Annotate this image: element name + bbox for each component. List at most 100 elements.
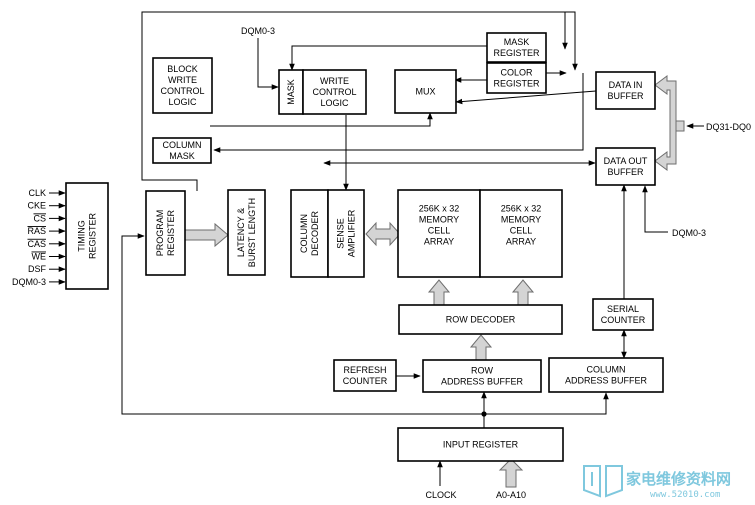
bus-junction [481,411,487,417]
dqm-right-label: DQM0-3 [672,228,706,238]
refresh-counter-box-label: REFRESH [343,365,386,375]
memory-array-2-box-label: 256K x 32 [501,204,542,214]
input-register-box-frame [397,427,564,462]
sense-amplifier-box-label: SENSE [336,218,346,249]
signal-cke-label: CKE [27,201,46,211]
color-register-box-label: REGISTER [493,79,540,89]
line-top-loop-color [565,11,578,71]
line-datain-mux [455,90,597,105]
memory-array-1-box-label: MEMORY [419,215,459,225]
column-mask-box-frame [152,137,212,164]
block-write-control-logic-box-label: CONTROL [160,86,204,96]
memory-array-2-box-label: MEMORY [501,215,541,225]
line-top-loop [141,11,568,191]
mask-register-box-label: REGISTER [493,48,540,58]
row-address-buffer-box-frame [422,359,542,393]
memory-array-1-box-frame [397,189,481,278]
signal-clk-label: CLK [28,188,46,198]
sense-amplifier-box-label: AMPLIFIER [347,209,357,257]
dq-bus-label: DQ31-DQ0 [706,122,751,132]
line-dqm-top-mask [257,38,279,90]
column-address-buffer-box-label: ADDRESS BUFFER [565,376,648,386]
column-decoder-box-frame [290,189,329,278]
mask-box-label: MASK [286,79,296,105]
memory-array-1-box-label: 256K x 32 [419,204,460,214]
watermark-text: 家电维修资料网 [626,470,731,488]
data-out-buffer-box-frame [595,147,656,186]
mask-box-frame [278,69,304,115]
timing-register-box-frame [65,182,109,290]
signal-cas-label: CAS [27,239,46,249]
color-register-box-label: COLOR [500,68,533,78]
block-write-control-logic-box-label: LOGIC [168,97,197,107]
memory-array-1-box-label: CELL [428,226,451,236]
column-mask-box-label: MASK [169,151,195,161]
refresh-counter-box-label: COUNTER [343,376,388,386]
data-in-buffer-box-frame [595,71,656,110]
mask-box: MASK [278,69,304,115]
serial-counter-box-frame [592,298,654,331]
column-address-buffer-box-frame [548,357,664,393]
signal-dsf-label: DSF [28,264,47,274]
mux-box-frame [394,69,457,114]
write-control-logic-box-frame [302,69,367,115]
input-register-box-label: INPUT REGISTER [443,440,519,450]
watermark-url: www.52010.com [650,490,720,500]
memory-array-2-box-label: ARRAY [506,237,536,247]
bus-arrow-row-array1 [427,279,451,306]
write-control-logic-box-label: WRITE [320,76,349,86]
bus-arrow-dq [654,75,677,171]
bus-arrows [184,75,685,488]
mask-register-box-label: MASK [504,37,530,47]
color-register-box-frame [486,62,547,94]
signal-we-label: WE [32,252,47,262]
serial-counter-box-label: SERIAL [607,304,639,314]
data-out-buffer-box-label: DATA OUT [604,156,648,166]
bus-arrow-row-array2 [511,279,535,306]
mux-box-label: MUX [416,87,436,97]
row-decoder-box-frame [398,304,563,335]
memory-array-1-box-label: ARRAY [424,237,454,247]
bus-arrow-address [498,458,524,488]
line-maskreg-mask [289,45,487,71]
row-decoder-box: ROW DECODER [398,304,563,335]
mask-register-box-frame [486,32,547,63]
row-address-buffer-box-label: ADDRESS BUFFER [441,377,524,387]
address-label: A0-A10 [496,490,526,500]
memory-array-2-box-label: CELL [510,226,533,236]
row-decoder-box-label: ROW DECODER [446,315,516,325]
latency-burst-length-box-frame [227,189,266,276]
signal-cs-label: CS [33,213,46,223]
column-address-buffer-box-label: COLUMN [586,365,625,375]
connections [49,11,668,486]
timing-register-box-label: TIMING [77,220,87,252]
write-control-logic-box-label: CONTROL [312,87,356,97]
memory-array-2-box-frame [479,189,563,278]
data-out-buffer-box-label: BUFFER [608,167,645,177]
line-mask-bus [210,112,433,127]
latency-burst-length-box: LATENCY &BURST LENGTH [227,189,266,276]
program-register-box-frame [145,190,186,276]
bus-arrow-sense-array [365,221,401,247]
block-write-control-logic-box-label: WRITE [168,75,197,85]
latency-burst-length-box-label: LATENCY & [236,208,246,257]
column-mask-box-label: COLUMN [162,140,201,150]
watermark: 家电维修资料网 www.52010.com [583,465,731,500]
dqm-top-label: DQM0-3 [241,26,275,36]
block-write-control-logic-box-frame [152,57,213,114]
